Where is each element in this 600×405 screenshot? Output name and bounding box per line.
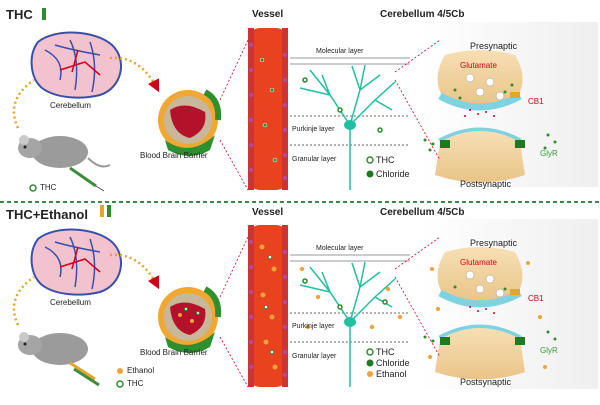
neuron-soma	[344, 120, 356, 130]
legend-thc-label: THC	[40, 183, 57, 192]
glutamate-label: Glutamate	[460, 258, 497, 267]
arrow-brain-to-bbb	[109, 56, 160, 93]
molecular-layer-label: Molecular layer	[316, 245, 364, 252]
blood-brain-barrier	[158, 286, 222, 353]
panel-title: THC+Ethanol	[6, 207, 88, 222]
region-label: Cerebellum 4/5Cb	[380, 207, 465, 218]
blood-brain-barrier	[158, 89, 222, 156]
glyr-label: GlyR	[540, 149, 558, 158]
thc-dots	[302, 278, 388, 310]
zoom-line	[394, 39, 441, 73]
legend-ethanol-label: Ethanol	[127, 366, 155, 375]
neuron-legend-chloride: Chloride	[376, 169, 410, 179]
legend-chloride-marker	[366, 170, 374, 178]
bbb-label: Blood Brain Barrier	[140, 151, 208, 160]
syringe-icon	[100, 205, 104, 217]
cerebellum-label: Cerebellum	[50, 101, 91, 110]
postsynaptic-label: Postsynaptic	[460, 377, 512, 387]
legend-ethanol-marker	[367, 371, 373, 377]
cerebellum-layers	[290, 57, 410, 146]
granular-layer-label: Granular layer	[292, 353, 337, 360]
vessel	[248, 225, 288, 387]
syringe-icon	[42, 8, 46, 20]
synapse	[423, 50, 557, 183]
presynaptic-label: Presynaptic	[470, 238, 518, 248]
zoom-line	[394, 79, 441, 161]
panel-thc	[12, 8, 598, 192]
neuron-legend-chloride: Chloride	[376, 358, 410, 368]
glyr-label: GlyR	[540, 346, 558, 355]
cb1-label: CB1	[528, 294, 544, 303]
synapse	[423, 247, 557, 380]
presynaptic-label: Presynaptic	[470, 41, 518, 51]
neuron-legend-ethanol: Ethanol	[376, 369, 407, 379]
zoom-line	[219, 139, 249, 191]
panel-thc-ethanol	[12, 205, 598, 389]
region-label: Cerebellum 4/5Cb	[380, 9, 465, 20]
zoom-line	[219, 236, 249, 298]
legend-thc-label: THC	[127, 379, 144, 388]
cerebellum-illustration	[30, 31, 122, 99]
neuron-legend-thc: THC	[376, 347, 395, 357]
glutamate-label: Glutamate	[460, 61, 497, 70]
zoom-line	[219, 336, 249, 388]
mouse-illustration	[18, 332, 100, 387]
legend-thc-marker	[366, 156, 374, 164]
syringe-icon	[107, 205, 111, 217]
neuron-soma	[344, 317, 356, 327]
postsynaptic-label: Postsynaptic	[460, 179, 512, 189]
purkinje-neuron	[299, 64, 396, 190]
vessel	[248, 28, 288, 190]
legend-thc-marker	[116, 380, 124, 388]
granular-layer-label: Granular layer	[292, 156, 337, 163]
panel-title: THC	[6, 7, 33, 22]
cerebellum-illustration	[30, 228, 122, 296]
neuron-legend-thc: THC	[376, 155, 395, 165]
legend-ethanol-marker	[117, 368, 123, 374]
zoom-line	[394, 236, 441, 270]
arrow-brain-to-bbb	[109, 253, 160, 290]
purkinje-layer-label: Purkinje layer	[292, 323, 335, 330]
mouse-illustration	[18, 135, 111, 192]
purkinje-layer-label: Purkinje layer	[292, 126, 335, 133]
thc-dots	[302, 77, 383, 133]
ethanol-dots	[299, 266, 403, 330]
zoom-line	[219, 39, 249, 101]
legend-chloride-marker	[366, 359, 374, 367]
cerebellum-label: Cerebellum	[50, 298, 91, 307]
zoom-line	[394, 276, 441, 358]
cb1-label: CB1	[528, 97, 544, 106]
legend-thc-marker	[29, 184, 37, 192]
bbb-label: Blood Brain Barrier	[140, 348, 208, 357]
vessel-label: Vessel	[252, 207, 284, 218]
legend-thc-marker	[366, 348, 374, 356]
vessel-label: Vessel	[252, 9, 284, 20]
molecular-layer-label: Molecular layer	[316, 48, 364, 55]
arrow-mouse-to-brain	[12, 275, 35, 326]
arrow-mouse-to-brain	[12, 78, 35, 129]
